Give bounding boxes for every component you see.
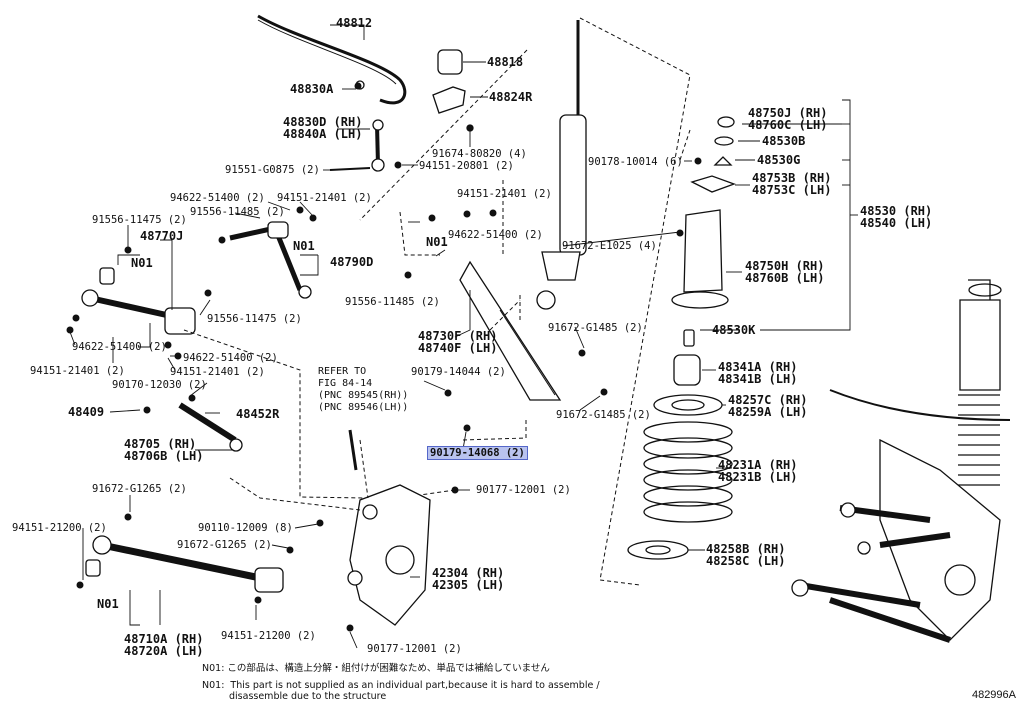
label-94151-21401-a[interactable]: 94151-21401 (2) [277,192,372,204]
label-90178-10014[interactable]: 90178-10014 (6) [588,156,683,168]
label-48409[interactable]: 48409 [68,405,105,419]
label-94622-51400-d[interactable]: 94622-51400 (2) [183,352,278,364]
label-48750h[interactable]: 48750H (RH)48760B (LH) [745,259,825,285]
label-90179-14068-highlighted[interactable]: 90179-14068 (2) [427,446,528,460]
note-n01-english-line1: N01: This part is not supplied as an ind… [202,680,600,691]
label-48812[interactable]: 48812 [336,16,373,30]
label-91556-11485-b[interactable]: 91556-11485 (2) [345,296,440,308]
label-48530[interactable]: 48530 (RH)48540 (LH) [860,204,933,230]
label-94151-21401-c[interactable]: 94151-21401 (2) [30,365,125,377]
label-48258b[interactable]: 48258B (RH)48258C (LH) [706,542,786,568]
label-48824r[interactable]: 48824R [489,90,533,104]
label-90110-12009[interactable]: 90110-12009 (8) [198,522,293,534]
label-48830a[interactable]: 48830A [290,82,334,96]
label-94622-51400-c[interactable]: 94622-51400 (2) [72,341,167,353]
label-48750j[interactable]: 48750J (RH)48760C (LH) [748,106,828,132]
note-n01-english-line2: disassemble due to the structure [229,691,387,702]
label-90177-12001-a[interactable]: 90177-12001 (2) [476,484,571,496]
label-94151-21401-d[interactable]: 94151-21401 (2) [170,366,265,378]
label-90179-14044[interactable]: 90179-14044 (2) [411,366,506,378]
label-48710a[interactable]: 48710A (RH)48720A (LH) [124,632,204,658]
label-91672-g1265-a[interactable]: 91672-G1265 (2) [92,483,187,495]
label-91674-80820[interactable]: 91674-80820 (4) [432,148,527,160]
label-94151-21200-b[interactable]: 94151-21200 (2) [221,630,316,642]
diagram-code: 482996A [971,689,1016,701]
label-91672-e1025[interactable]: 91672-E1025 (4) [562,240,657,252]
label-91672-g1485-b[interactable]: 91672-G1485 (2) [556,409,651,421]
label-48830d[interactable]: 48830D (RH)48840A (LH) [283,115,363,141]
label-90177-12001-b[interactable]: 90177-12001 (2) [367,643,462,655]
label-48705[interactable]: 48705 (RH)48706B (LH) [124,437,204,463]
label-91556-11475-a[interactable]: 91556-11475 (2) [92,214,187,226]
label-48341a[interactable]: 48341A (RH)48341B (LH) [718,360,798,386]
label-91556-11485-a[interactable]: 91556-11485 (2) [190,206,285,218]
label-94151-20801[interactable]: 94151-20801 (2) [419,160,514,172]
label-94622-51400-b[interactable]: 94622-51400 (2) [448,229,543,241]
label-48530g[interactable]: 48530G [757,153,801,167]
label-n01-a[interactable]: N01 [426,235,448,249]
label-48790d[interactable]: 48790D [330,255,374,269]
label-94151-21200-a[interactable]: 94151-21200 (2) [12,522,107,534]
label-42304[interactable]: 42304 (RH)42305 (LH) [432,566,505,592]
label-48818[interactable]: 48818 [487,55,524,69]
label-94622-51400-a[interactable]: 94622-51400 (2) [170,192,265,204]
label-n01-b[interactable]: N01 [293,239,315,253]
label-48530b[interactable]: 48530B [762,134,806,148]
label-48231a[interactable]: 48231A (RH)48231B (LH) [718,458,798,484]
label-n01-d[interactable]: N01 [97,597,119,611]
label-91556-11475-b[interactable]: 91556-11475 (2) [207,313,302,325]
label-n01-c[interactable]: N01 [131,256,153,270]
label-48452r[interactable]: 48452R [236,407,280,421]
label-48730f[interactable]: 48730F (RH)48740F (LH) [418,329,498,355]
label-91551-g0875[interactable]: 91551-G0875 (2) [225,164,320,176]
label-91672-g1485-a[interactable]: 91672-G1485 (2) [548,322,643,334]
label-48257c[interactable]: 48257C (RH)48259A (LH) [728,393,808,419]
label-91672-g1265-b[interactable]: 91672-G1265 (2) [177,539,272,551]
label-48770j[interactable]: 48770J [140,229,184,243]
note-n01-japanese: N01: この部品は、構造上分解・組付けが困難なため、単品では補給していません [202,663,550,674]
label-48530k[interactable]: 48530K [712,323,756,337]
label-94151-21401-b[interactable]: 94151-21401 (2) [457,188,552,200]
label-90170-12030[interactable]: 90170-12030 (2) [112,379,207,391]
label-48753b[interactable]: 48753B (RH)48753C (LH) [752,171,832,197]
